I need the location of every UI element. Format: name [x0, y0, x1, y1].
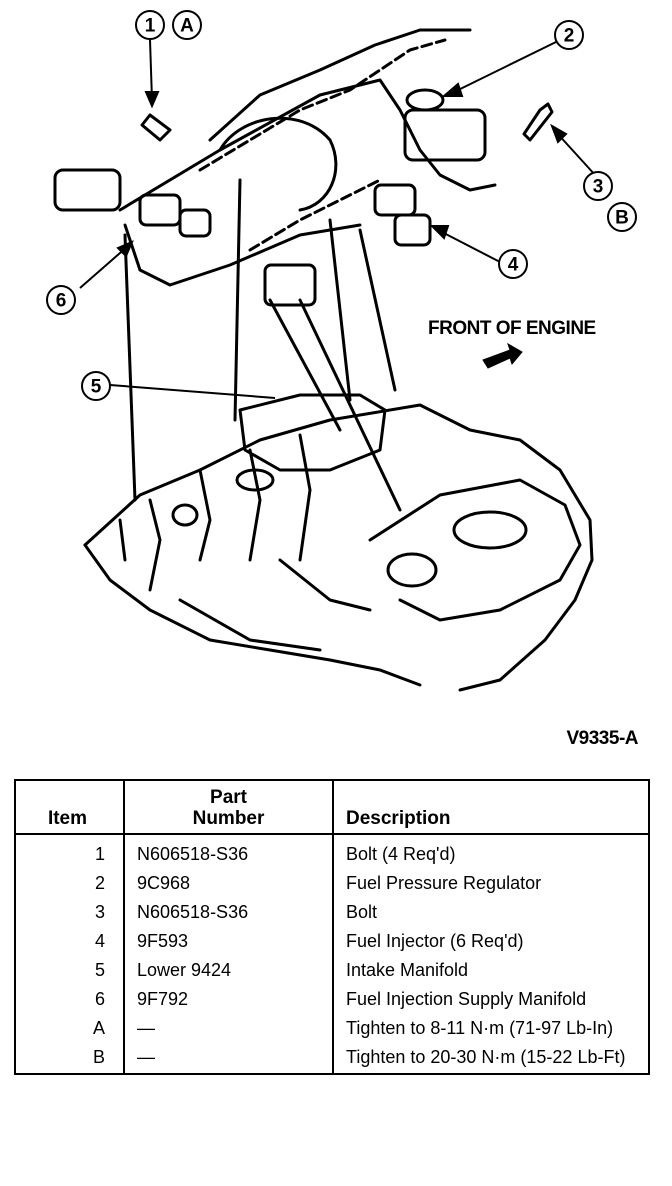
row-part: 9F593 — [124, 928, 334, 957]
parts-table: Item Part Number Description 1 N606518-S… — [14, 779, 650, 1075]
injector-4 — [373, 183, 417, 217]
row-item: 6 — [15, 986, 125, 1015]
callout-5: 5 — [91, 377, 102, 398]
bolt-1 — [140, 113, 172, 142]
injector-5 — [393, 213, 432, 247]
header-part-line1: Part — [210, 787, 247, 808]
fuel-rail-upper — [208, 28, 472, 142]
callout-4: 4 — [508, 255, 519, 276]
header-description: Description — [333, 780, 649, 835]
front-arrow-icon — [482, 342, 523, 369]
row-item: B — [15, 1044, 125, 1074]
row-description: Bolt (4 Req'd) — [346, 844, 456, 864]
callout-b: B — [615, 208, 629, 229]
row-description: Intake Manifold — [346, 960, 469, 980]
fuel-rail — [118, 78, 497, 287]
row-item: 4 — [15, 928, 125, 957]
table-header-row: Item Part Number Description — [15, 780, 649, 835]
table-row: 6 9F792 Fuel Injection Supply Manifold — [15, 986, 649, 1015]
figure-code: V9335-A — [566, 728, 639, 749]
row-description: Bolt — [346, 902, 378, 922]
header-item: Item — [15, 780, 125, 835]
row-item: 1 — [15, 834, 125, 870]
manifold-port-2 — [171, 503, 199, 527]
row-part: — — [124, 1015, 334, 1044]
row-description: Fuel Injector (6 Req'd) — [346, 931, 524, 951]
valve-cover — [368, 478, 582, 622]
row-description: Fuel Pressure Regulator — [346, 873, 542, 893]
intake-runners — [148, 433, 312, 592]
table-row: A — Tighten to 8-11 N·m (71-97 Lb-In) — [15, 1015, 649, 1044]
fuel-fitting-left — [53, 168, 122, 212]
row-part: N606518-S36 — [124, 899, 334, 928]
row-item: 3 — [15, 899, 125, 928]
fuel-rail-loop — [218, 116, 338, 212]
row-item: A — [15, 1015, 125, 1044]
row-description: Tighten to 8-11 N·m (71-97 Lb-In) — [346, 1018, 614, 1038]
callout-3: 3 — [593, 177, 604, 198]
engine-diagram: 1 A 2 3 B 4 5 6 FRONT OF ENGINE — [46, 10, 637, 692]
table-row: 5 Lower 9424 Intake Manifold — [15, 957, 649, 986]
row-part: Lower 9424 — [124, 957, 334, 986]
table-row: 1 N606518-S36 Bolt (4 Req'd) — [15, 834, 649, 870]
manifold-port-1 — [235, 468, 275, 492]
callout-6: 6 — [56, 291, 67, 312]
header-part-number: Part Number — [124, 780, 334, 835]
engine-head-outline — [83, 403, 594, 692]
engine-head-lower — [83, 543, 422, 687]
front-of-engine-label: FRONT OF ENGINE — [428, 318, 596, 339]
row-item: 5 — [15, 957, 125, 986]
wiring-harness — [198, 38, 447, 252]
callout-2: 2 — [564, 26, 575, 47]
oil-filler-cap — [386, 552, 438, 588]
table-row: B — Tighten to 20-30 N·m (15-22 Lb-Ft) — [15, 1044, 649, 1074]
callout-1: 1 — [145, 16, 156, 37]
engine-lower-lines — [118, 518, 372, 652]
row-item: 2 — [15, 870, 125, 899]
callout-a: A — [180, 16, 194, 37]
table-row: 2 9C968 Fuel Pressure Regulator — [15, 870, 649, 899]
table-row: 3 N606518-S36 Bolt — [15, 899, 649, 928]
table-row: 4 9F593 Fuel Injector (6 Req'd) — [15, 928, 649, 957]
row-description: Tighten to 20-30 N·m (15-22 Lb-Ft) — [346, 1047, 626, 1067]
regulator-body — [403, 108, 487, 162]
valve-cover-boss — [452, 510, 528, 550]
row-part: 9C968 — [124, 870, 334, 899]
row-part: N606518-S36 — [124, 834, 334, 870]
injector-2 — [178, 208, 212, 238]
injector-1 — [138, 193, 182, 227]
bolt-3 — [522, 102, 554, 142]
row-description: Fuel Injection Supply Manifold — [346, 989, 587, 1009]
row-part: — — [124, 1044, 334, 1074]
row-part: 9F792 — [124, 986, 334, 1015]
pressure-regulator — [405, 88, 445, 112]
support-rods — [123, 178, 402, 512]
injector-3 — [263, 263, 317, 307]
header-part-line2: Number — [192, 808, 265, 829]
